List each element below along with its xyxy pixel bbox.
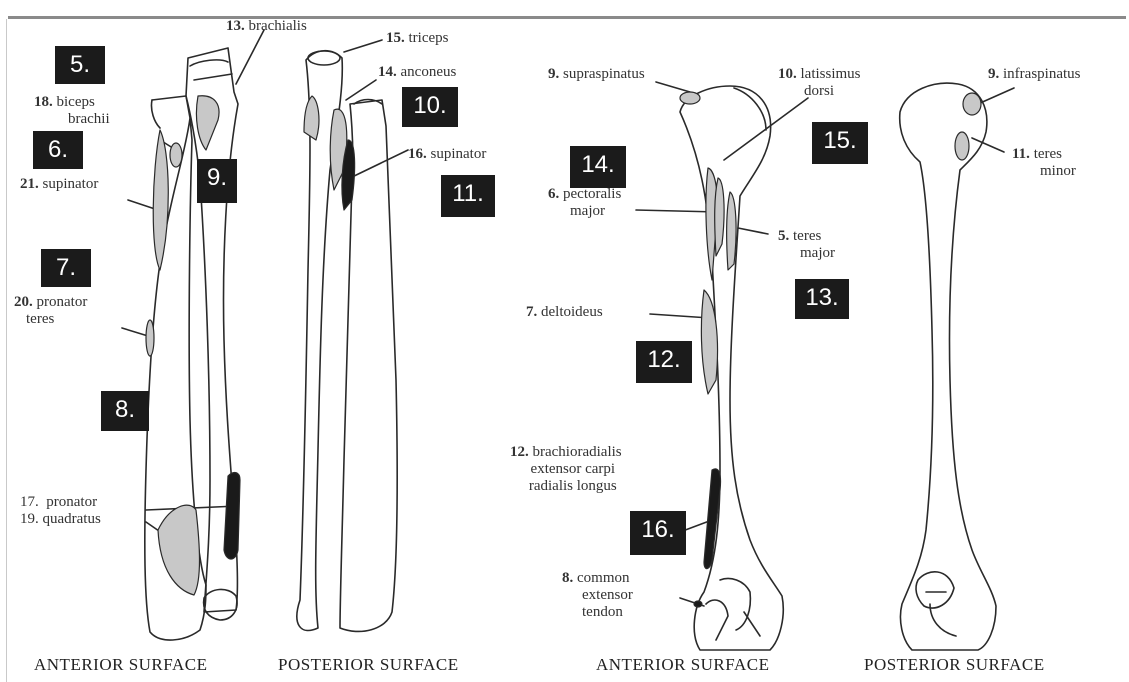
label-brachialis: 13. brachialis — [226, 18, 307, 35]
answer-box-5: 5. — [55, 46, 105, 84]
answer-box-16: 16. — [630, 511, 686, 555]
answer-box-11: 11. — [441, 175, 495, 217]
label-supinator-posterior: 16. supinator — [408, 146, 486, 163]
answer-box-8: 8. — [101, 391, 149, 431]
answer-box-7: 7. — [41, 249, 91, 287]
label-supinator-anterior: 21. supinator — [20, 176, 98, 193]
label-triceps: 15. triceps — [386, 30, 448, 47]
label-supraspinatus: 9. supraspinatus — [548, 66, 645, 83]
answer-box-15: 15. — [812, 122, 868, 164]
caption-radius-ulna-anterior: ANTERIOR SURFACE — [34, 655, 207, 675]
label-anconeus: 14. anconeus — [378, 64, 456, 81]
caption-humerus-anterior: ANTERIOR SURFACE — [596, 655, 769, 675]
answer-box-10: 10. — [402, 87, 458, 127]
answer-box-12: 12. — [636, 341, 692, 383]
answer-box-13: 13. — [795, 279, 849, 319]
label-infraspinatus: 9. infraspinatus — [988, 66, 1080, 83]
answer-box-9: 9. — [197, 159, 237, 203]
caption-radius-ulna-posterior: POSTERIOR SURFACE — [278, 655, 459, 675]
humerus-posterior — [900, 83, 1014, 650]
label-deltoideus: 7. deltoideus — [526, 304, 603, 321]
answer-box-6: 6. — [33, 131, 83, 169]
answer-box-14: 14. — [570, 146, 626, 188]
caption-humerus-posterior: POSTERIOR SURFACE — [864, 655, 1045, 675]
